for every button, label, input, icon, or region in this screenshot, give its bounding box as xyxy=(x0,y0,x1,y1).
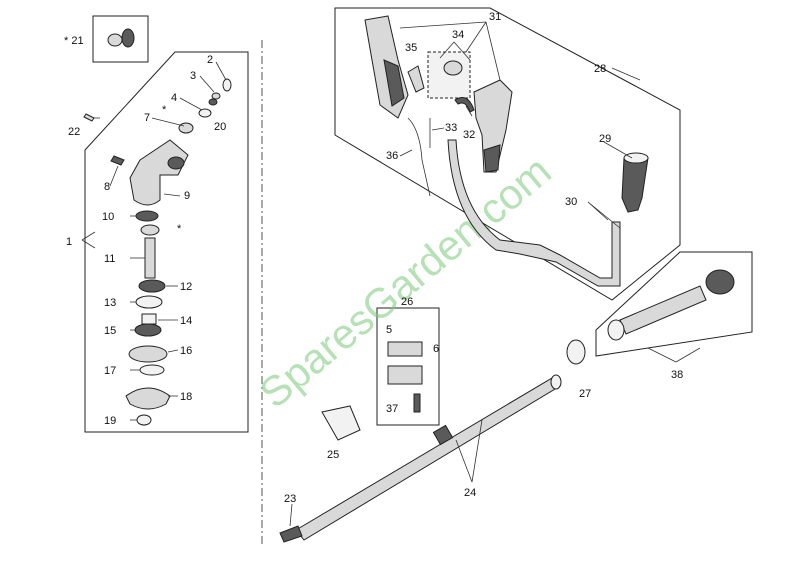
callout-labels: 1 2 3 4 5 6 7 8 9 10 11 12 13 14 15 16 1… xyxy=(64,11,683,505)
callout-1: 1 xyxy=(66,236,72,248)
item-21-box xyxy=(92,15,149,63)
part-8-bolt xyxy=(110,155,125,166)
part-25-sleeve xyxy=(321,405,361,441)
callout-8: 8 xyxy=(104,181,110,193)
callout-25: 25 xyxy=(327,449,339,461)
panel-outlines xyxy=(84,7,753,545)
part-9-gear-housing xyxy=(129,139,189,206)
callout-29: 29 xyxy=(599,133,611,145)
callout-24: 24 xyxy=(464,487,476,499)
callout-31: 31 xyxy=(489,11,501,23)
callout-15: 15 xyxy=(104,325,116,337)
callout-13: 13 xyxy=(104,297,116,309)
part-24-shaft-end xyxy=(550,374,562,390)
part-37-bolt xyxy=(413,393,421,413)
part-27-hanger xyxy=(566,339,586,365)
part-38-clamp xyxy=(705,269,735,295)
part-21-gear-a xyxy=(107,33,123,47)
part-3-washer xyxy=(211,92,221,100)
callout-7: 7 xyxy=(144,112,150,124)
part-35-lever xyxy=(407,65,425,93)
callout-4: 4 xyxy=(171,92,177,104)
part-24-collar xyxy=(432,424,454,446)
part-36-cable xyxy=(407,117,431,197)
part-7-gear xyxy=(178,122,194,134)
callout-2: 2 xyxy=(207,54,213,66)
part-15-seal xyxy=(134,323,162,337)
leader-lines xyxy=(81,21,701,527)
callout-12: 12 xyxy=(180,281,192,293)
callout-11: 11 xyxy=(104,253,115,265)
handle-assembly-panel xyxy=(334,7,681,301)
callout-14: 14 xyxy=(180,315,192,327)
part-22-screw xyxy=(83,113,95,122)
part-29-grip-top xyxy=(623,152,649,164)
part-handle-right-grip xyxy=(483,144,501,173)
callout-33: 33 xyxy=(445,122,457,134)
part-23-drive-tip xyxy=(279,525,303,543)
part-12-bearing xyxy=(138,279,166,293)
part-18-cup xyxy=(125,387,171,410)
part-38-tube xyxy=(619,285,707,335)
part-26-clamp-top xyxy=(387,341,423,357)
gearhead-assembly-outline xyxy=(84,51,249,433)
callout-10: 10 xyxy=(102,211,114,223)
callout-38: 38 xyxy=(671,369,683,381)
part-34-box xyxy=(427,51,471,99)
part-handle-left-grip xyxy=(383,59,405,107)
part-10-bearing xyxy=(135,210,159,222)
part-14-spacer xyxy=(141,313,157,325)
gearhead-parts xyxy=(83,28,232,426)
callout-26: 26 xyxy=(401,296,413,308)
part-9-housing-neck xyxy=(167,156,185,170)
part-19-nut xyxy=(136,414,152,426)
part-21-gear-b xyxy=(121,28,135,48)
callout-27: 27 xyxy=(579,388,591,400)
part-38-ring xyxy=(607,319,625,341)
shaft-parts xyxy=(279,269,735,543)
callout-18: 18 xyxy=(180,391,192,403)
part-13-circlip xyxy=(135,295,163,309)
callout-16: 16 xyxy=(180,345,192,357)
grip-panel xyxy=(595,251,753,357)
callout-5: 5 xyxy=(386,324,392,336)
part-34-switch xyxy=(443,60,463,76)
callout-19: 19 xyxy=(104,415,116,427)
callout-28: 28 xyxy=(594,63,606,75)
part-handle-right-half xyxy=(473,79,513,173)
callout-35: 35 xyxy=(405,42,417,54)
callout-6: 6 xyxy=(433,343,439,355)
part-30-handle-bar xyxy=(447,139,621,287)
callout-star-b: * xyxy=(162,104,167,116)
callout-32: 32 xyxy=(463,129,475,141)
callout-22: 22 xyxy=(68,126,80,138)
callout-star-a: * xyxy=(177,223,182,235)
part-2-clip xyxy=(222,78,232,92)
callout-30: 30 xyxy=(565,196,577,208)
callout-23: 23 xyxy=(284,493,296,505)
part-26-clamp-bottom xyxy=(387,365,423,385)
callout-17: 17 xyxy=(104,365,116,377)
callout-3: 3 xyxy=(190,70,196,82)
part-32-lever xyxy=(454,97,475,113)
part-4-ring xyxy=(198,108,212,118)
part-20-nut xyxy=(208,98,218,106)
clamp-panel xyxy=(376,307,440,426)
callout-36: 36 xyxy=(386,150,398,162)
part-17-washer xyxy=(139,364,165,376)
callout-20: 20 xyxy=(214,121,226,133)
part-gear-small xyxy=(140,224,160,236)
callout-37: 37 xyxy=(386,403,398,415)
callout-9: 9 xyxy=(184,190,190,202)
callout-34: 34 xyxy=(452,29,464,41)
callout-21: * 21 xyxy=(64,35,84,47)
handle-parts xyxy=(364,15,649,287)
part-11-spindle xyxy=(144,237,156,279)
part-29-grip xyxy=(621,157,649,213)
part-16-holder xyxy=(128,345,168,363)
